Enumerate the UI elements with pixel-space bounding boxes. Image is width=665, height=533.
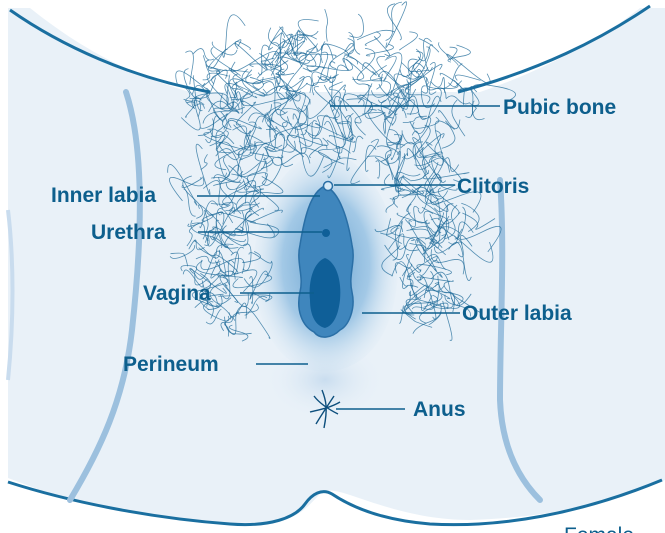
hair-strand (418, 45, 433, 61)
hair-strand (365, 32, 380, 46)
label-anus: Anus (413, 398, 466, 421)
hair-strand (370, 65, 390, 96)
label-outer-labia: Outer labia (462, 302, 572, 325)
label-perineum: Perineum (123, 353, 219, 376)
label-urethra: Urethra (91, 221, 166, 244)
hair-strand (223, 15, 246, 58)
hair-strand (344, 55, 376, 75)
urethra-shape (322, 229, 330, 237)
hair-strand (231, 51, 278, 75)
hair-strand (325, 9, 328, 41)
hair-strand (306, 54, 322, 63)
label-inner-labia: Inner labia (51, 184, 156, 207)
hair-strand (431, 77, 445, 92)
hair-strand (211, 68, 220, 84)
caption: Female (564, 524, 634, 533)
label-pubic-bone: Pubic bone (503, 96, 616, 119)
hair-strand (440, 73, 461, 90)
clitoris-shape (324, 182, 333, 191)
hair-strand (363, 63, 382, 80)
hair-strand (455, 75, 480, 80)
hair-strand (211, 47, 240, 76)
hair-strand (386, 2, 407, 48)
hair-strand (306, 44, 333, 59)
label-clitoris: Clitoris (457, 175, 529, 198)
hair-strand (202, 70, 227, 86)
hair-strand (312, 72, 335, 86)
hair-strand (399, 32, 417, 50)
hair-strand (232, 75, 251, 89)
hair-strand (343, 58, 364, 79)
label-vagina: Vagina (143, 282, 211, 305)
hair-strand (185, 51, 193, 84)
